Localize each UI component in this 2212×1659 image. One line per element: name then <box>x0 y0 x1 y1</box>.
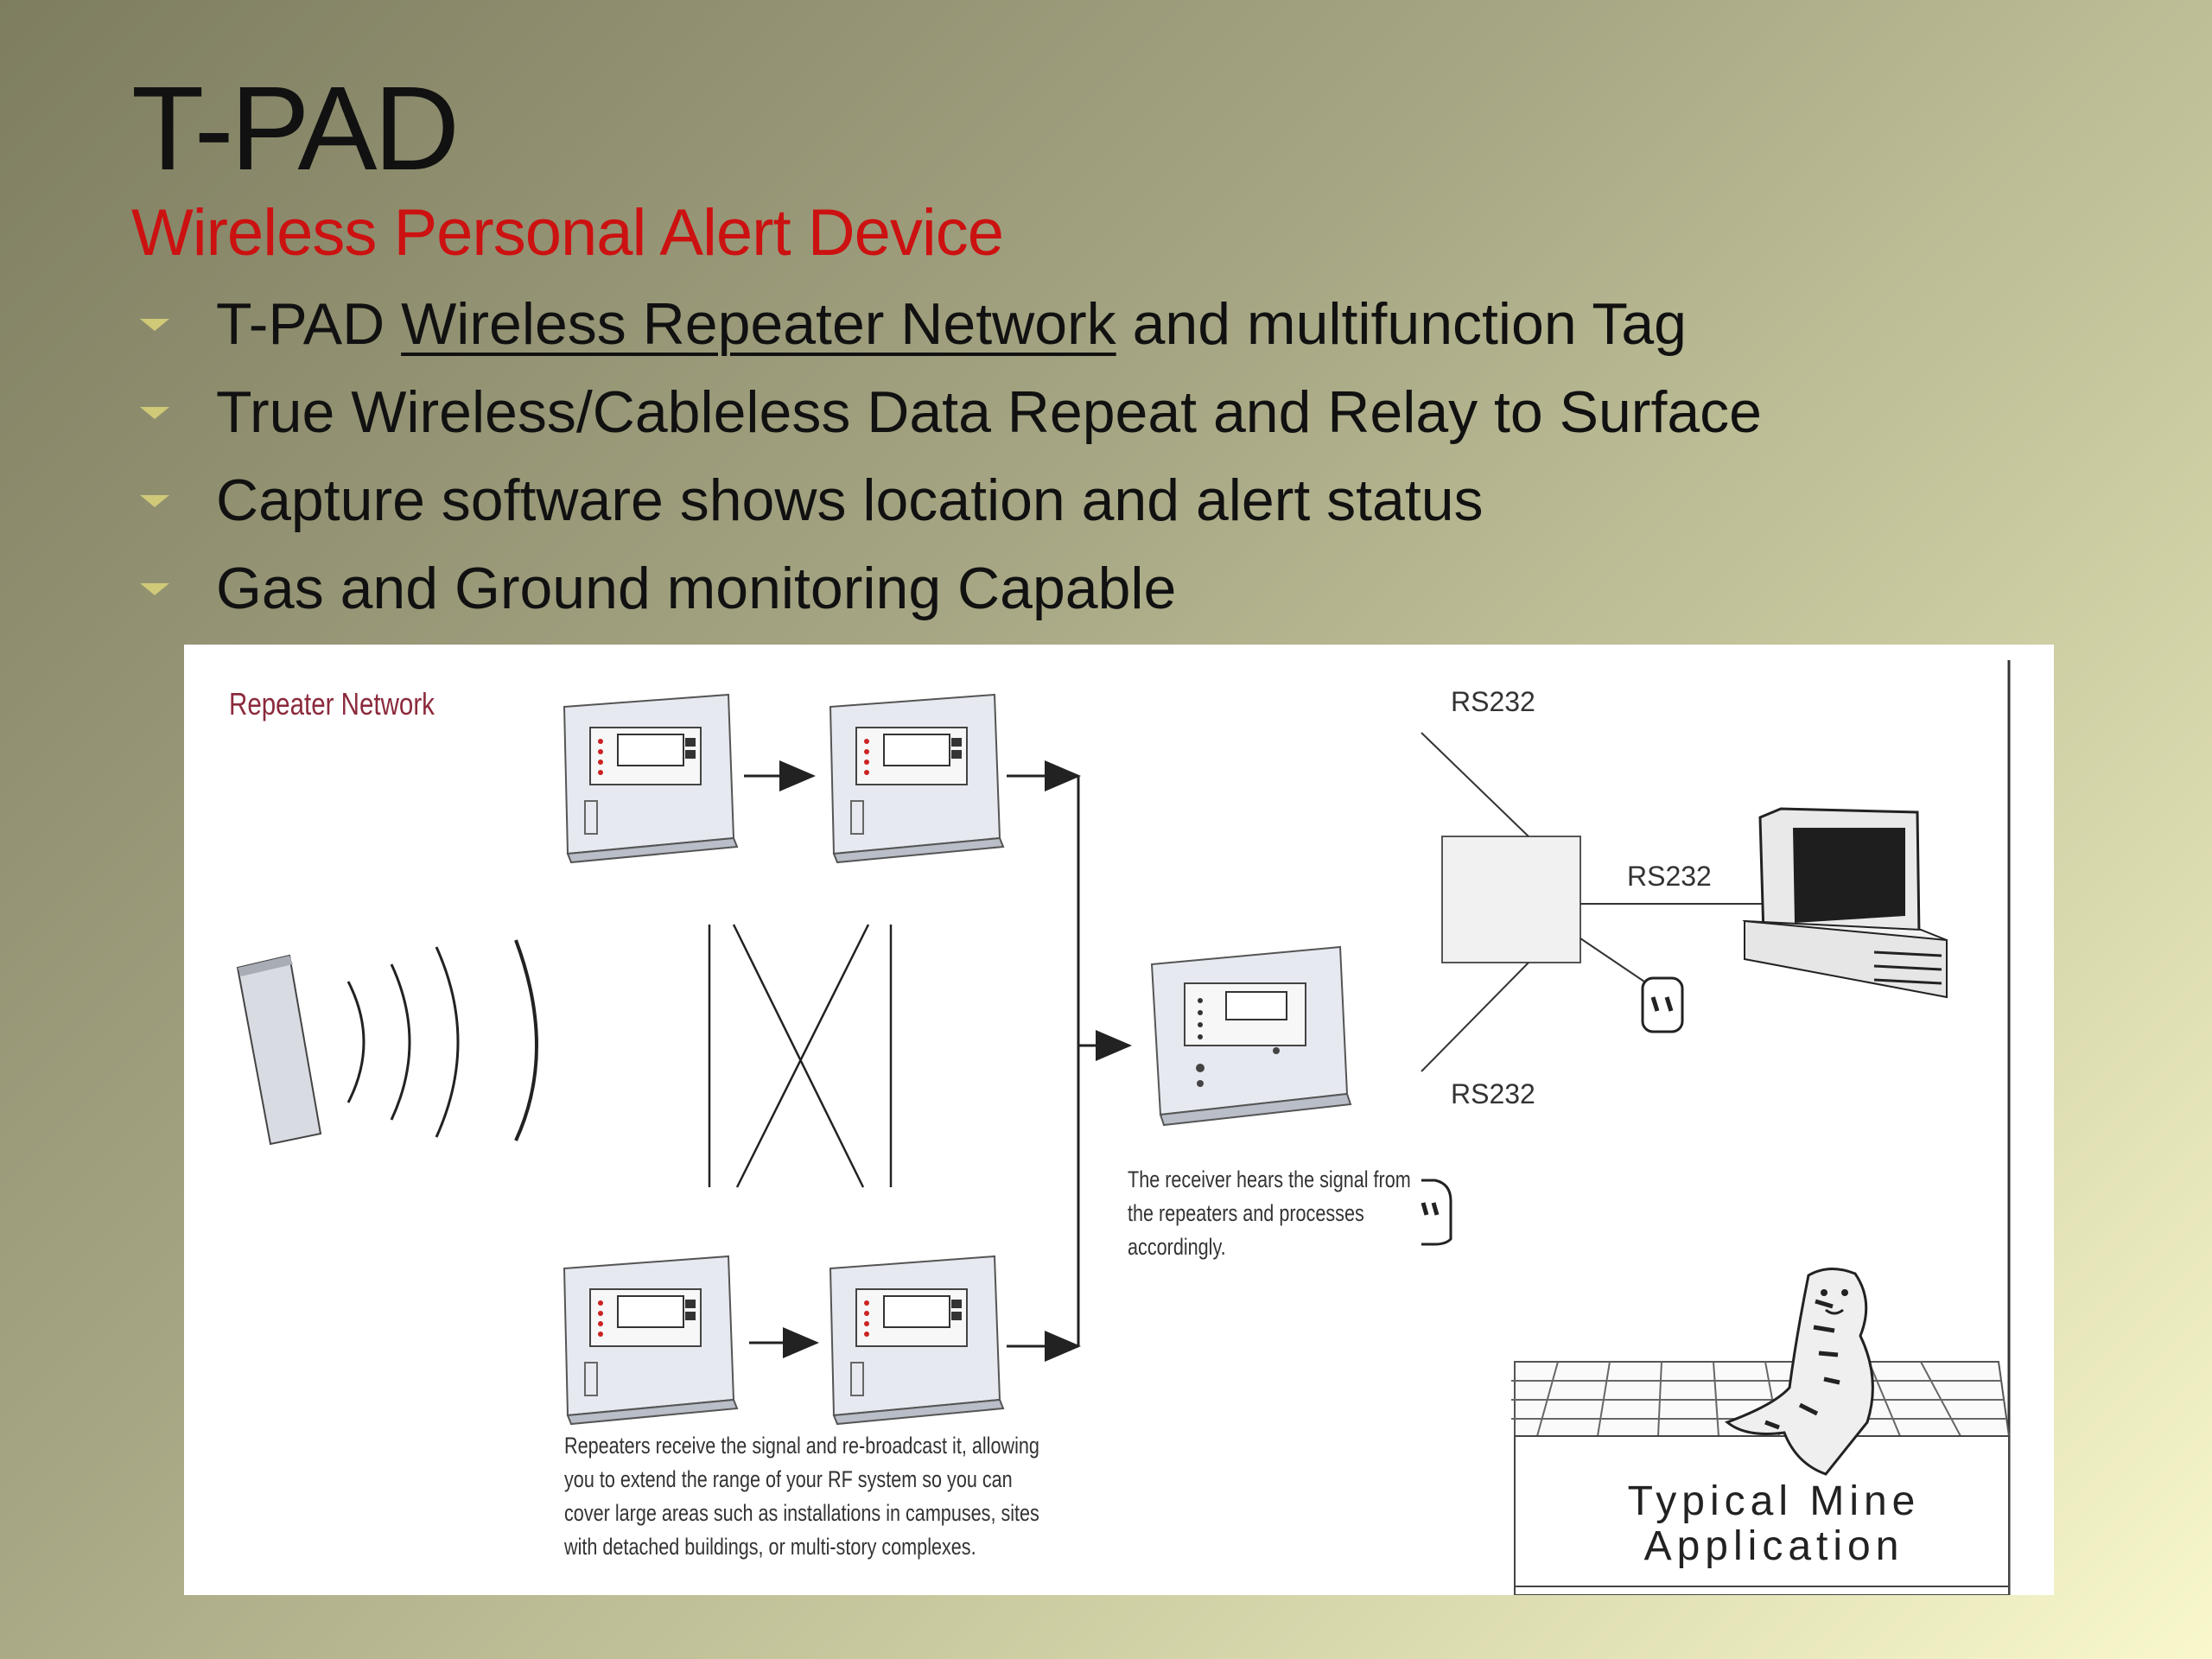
bullet-arrow-icon <box>140 495 169 507</box>
repeater-icon <box>563 1255 738 1425</box>
slide-title: T-PAD <box>131 62 460 195</box>
caption-line: cover large areas such as installations … <box>564 1500 1039 1526</box>
diagram-drawing <box>236 645 2054 1595</box>
repeater-icon <box>830 1255 1004 1425</box>
bullet-text: Capture software shows location and aler… <box>216 467 1484 533</box>
bullet-arrow-icon <box>140 583 169 595</box>
bullet-item: Capture software shows location and aler… <box>131 466 1762 554</box>
repeater-caption: Repeaters receive the signal and re-broa… <box>564 1429 1039 1564</box>
receiver-caption: The receiver hears the signal from the r… <box>1128 1163 1411 1264</box>
rs232-label-bottom: RS232 <box>1451 1078 1535 1109</box>
tiger-icon <box>1725 1268 1874 1476</box>
caption-line: accordingly. <box>1128 1234 1226 1260</box>
hub-box <box>1441 836 1581 963</box>
bullet-item: Gas and Ground monitoring Capable <box>131 554 1762 642</box>
bullet-arrow-icon <box>140 407 169 419</box>
caption-line: the repeaters and processes <box>1128 1200 1364 1226</box>
rs232-label-top: RS232 <box>1451 686 1535 717</box>
repeater-network-diagram: Repeater Network RS232 RS232 RS232 The r… <box>184 645 2054 1595</box>
handheld-tag-icon <box>1641 976 1684 1033</box>
slide-subtitle: Wireless Personal Alert Device <box>131 196 1004 270</box>
bullet-suffix: and multifunction Tag <box>1116 291 1687 357</box>
repeater-icon <box>563 694 738 863</box>
receiver-icon <box>1150 945 1352 1127</box>
bullet-list: T-PAD Wireless Repeater Network and mult… <box>131 289 1762 642</box>
repeater-network-label: Repeater Network <box>229 686 435 721</box>
caption-line: you to extend the range of your RF syste… <box>564 1466 1013 1492</box>
bullet-prefix: T-PAD <box>216 291 402 357</box>
wireless-repeater-network-link[interactable]: Wireless Repeater Network <box>401 291 1116 357</box>
caption-line: with detached buildings, or multi-story … <box>564 1534 976 1560</box>
bullet-text: True Wireless/Cableless Data Repeat and … <box>216 379 1762 445</box>
bullet-text: Gas and Ground monitoring Capable <box>216 556 1177 621</box>
handheld-tag-icon <box>1421 1179 1452 1246</box>
bullet-arrow-icon <box>140 319 169 331</box>
mine-label-line: Typical Mine <box>1627 1478 1921 1524</box>
crossed-signal-lines <box>708 924 893 1188</box>
repeater-icon <box>830 694 1004 863</box>
signal-waves-icon <box>346 939 538 1141</box>
mine-label-line: Application <box>1643 1523 1904 1569</box>
bullet-item: T-PAD Wireless Repeater Network and mult… <box>131 289 1762 378</box>
bullet-item: True Wireless/Cableless Data Repeat and … <box>131 378 1762 466</box>
mine-application-graphic <box>1511 1361 2011 1595</box>
caption-line: Repeaters receive the signal and re-broa… <box>564 1433 1039 1459</box>
mine-application-label: Typical Mine Application <box>1558 1479 1990 1569</box>
tag-device-icon <box>236 954 322 1146</box>
computer-icon <box>1742 807 1948 999</box>
rs232-label-middle: RS232 <box>1627 861 1712 892</box>
caption-line: The receiver hears the signal from <box>1128 1166 1411 1192</box>
